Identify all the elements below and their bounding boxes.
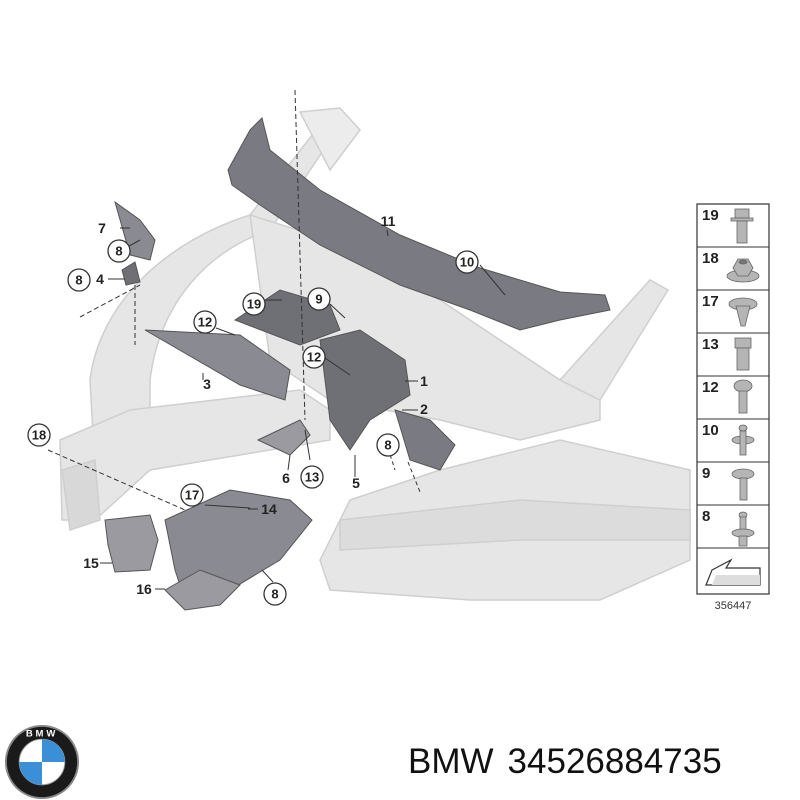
leader-lines (47, 89, 506, 590)
fastener-legend: 19 18 17 13 12 10 (696, 203, 770, 595)
part-bulkhead-reinforcement (319, 329, 411, 451)
label-3: 3 (203, 376, 211, 392)
callout-8-lower-label: 8 (271, 587, 278, 602)
direction-arrow-icon (705, 558, 761, 586)
callout-10: 10 (455, 250, 479, 274)
body-shell (59, 107, 691, 601)
label-2: 2 (420, 401, 428, 417)
parts (104, 117, 611, 611)
part-small-plate (256, 419, 311, 456)
washer-screw-icon (731, 468, 755, 501)
footer-part-number: 34526884735 (507, 742, 722, 781)
footer-brand: BMW (408, 742, 494, 781)
legend-label-18: 18 (702, 250, 719, 267)
callout-8-lower: 8 (263, 582, 287, 606)
label-5: 5 (352, 475, 360, 491)
label-7: 7 (98, 220, 106, 236)
label-4: 4 (96, 271, 104, 287)
footer-part-title: BMW 34526884735 (408, 738, 793, 786)
callout-2-circle: 8 (376, 433, 400, 457)
label-14: 14 (261, 501, 277, 517)
callout-8-mid-label: 8 (384, 438, 391, 453)
pan-head-screw-icon (733, 379, 753, 414)
callout-18-label: 18 (32, 428, 46, 443)
callout-12-center-label: 12 (307, 350, 321, 365)
callout-13: 13 (300, 465, 324, 489)
bmw-logo: BMW (4, 724, 80, 800)
diagram-code: 356447 (715, 600, 752, 612)
part-right-bracket (394, 409, 456, 471)
label-15: 15 (83, 555, 99, 571)
legend-label-19: 19 (702, 207, 719, 224)
part-duct (104, 514, 159, 573)
clip-icon (731, 424, 755, 456)
callout-13-label: 13 (305, 470, 319, 485)
label-11: 11 (381, 213, 396, 229)
legend-label-10: 10 (702, 422, 719, 439)
label-16: 16 (136, 581, 152, 597)
callout-8-left-label: 8 (75, 273, 82, 288)
legend-label-9: 9 (702, 465, 710, 482)
callout-19: 19 (242, 292, 266, 316)
callout-12-left-label: 12 (198, 315, 212, 330)
callout-12-left: 12 (193, 310, 217, 334)
hex-bolt-icon (734, 337, 752, 371)
label-1: 1 (420, 373, 428, 389)
label-6: 6 (282, 470, 290, 486)
legend-label-17: 17 (702, 293, 719, 310)
callout-8-upper-label: 8 (115, 244, 122, 259)
part-clip-bracket (121, 261, 141, 286)
callout-12-center: 12 (302, 345, 326, 369)
part-cowl-panel (227, 117, 611, 331)
callout-10-label: 10 (460, 255, 474, 270)
bolt-flange-icon (730, 208, 754, 244)
part-strut-brace-left (144, 329, 291, 401)
callout-9-label: 9 (315, 292, 322, 307)
logo-text: BMW (26, 728, 58, 739)
legend-label-8: 8 (702, 508, 710, 525)
push-clip-icon (731, 511, 755, 547)
legend-label-12: 12 (702, 379, 719, 396)
part-lower-shield-front (164, 569, 241, 611)
legend-label-13: 13 (702, 336, 719, 353)
callout-9: 9 (307, 287, 331, 311)
callout-8-upper: 8 (107, 239, 131, 263)
callout-17: 17 (180, 483, 204, 507)
callout-18: 18 (27, 423, 51, 447)
callout-17-label: 17 (185, 488, 199, 503)
expansion-rivet-icon (728, 297, 758, 327)
callout-19-label: 19 (247, 297, 261, 312)
callout-8-left: 8 (67, 268, 91, 292)
hex-nut-icon (726, 258, 760, 283)
